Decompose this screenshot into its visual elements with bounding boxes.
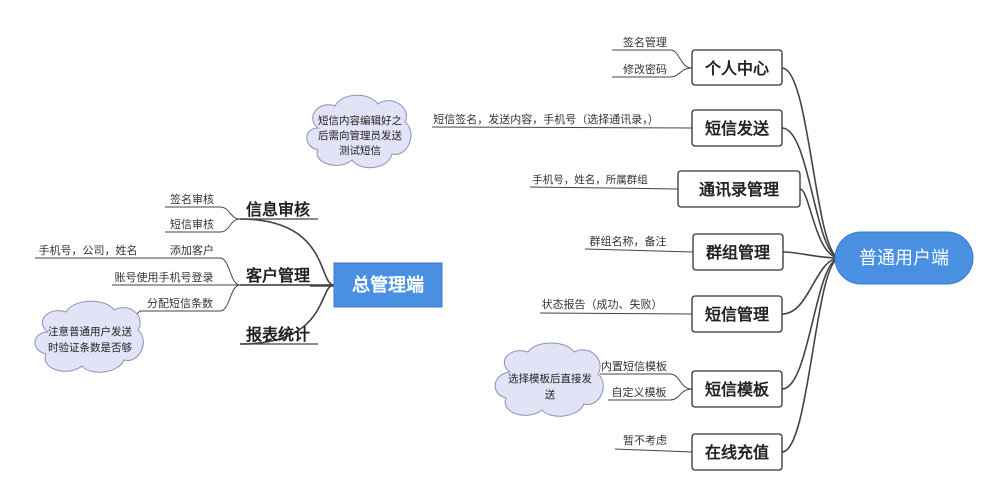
center-node-label: 总管理端 [352, 274, 424, 296]
leaf-status-report: 状态报告（成功、失败） [542, 297, 663, 311]
leaf-group-fields: 群组名称，备注 [590, 234, 667, 248]
leaf-contact-fields: 手机号，姓名，所属群组 [532, 173, 648, 186]
branch-label: 群组管理 [706, 243, 770, 262]
branch-label: 短信发送 [705, 119, 770, 138]
cloud-admin-line-2: 时验证条数是否够 [48, 341, 132, 354]
cloud-admin-line-1: 注意普通用户发送 [48, 325, 132, 338]
branch-label: 信息审核 [246, 200, 310, 219]
branch-label: 客户管理 [246, 266, 310, 285]
user-root-node[interactable]: 普通用户端 [834, 231, 974, 285]
user-branch-sms-manage[interactable]: 短信管理 [691, 295, 783, 333]
branch-label: 通讯录管理 [699, 180, 779, 199]
leaf-signature-manage: 签名管理 [623, 35, 667, 49]
admin-branch-report-stats[interactable]: 报表统计 [240, 325, 318, 345]
branch-label: 在线充值 [705, 443, 769, 462]
cloud-send-line-3: 测试短信 [339, 144, 381, 157]
branch-label: 短信管理 [705, 305, 769, 324]
leaf-not-considered: 暂不考虑 [623, 434, 667, 447]
user-root-label: 普通用户端 [859, 248, 949, 269]
branch-label: 个人中心 [704, 59, 769, 78]
user-branch-recharge[interactable]: 在线充值 [691, 433, 783, 471]
user-branch-personal-center[interactable]: 个人中心 [691, 49, 783, 86]
admin-branch-info-review[interactable]: 信息审核 [240, 200, 318, 220]
cloud-template-line-1: 选择模板后直接发 [508, 372, 592, 385]
cloud-send-line-1: 短信内容编辑好之 [318, 114, 402, 127]
leaf-phone-login: 账号使用手机号登录 [115, 270, 214, 284]
cloud-send-note: 短信内容编辑好之 后需向管理员发送 测试短信 [306, 94, 412, 169]
admin-branch-customer-manage[interactable]: 客户管理 [240, 266, 318, 286]
leaf-allocate-sms: 分配短信条数 [147, 296, 213, 310]
user-branch-sms-send[interactable]: 短信发送 [691, 109, 783, 147]
branch-label: 短信模板 [705, 380, 770, 399]
leaf-builtin-template: 内置短信模板 [601, 359, 667, 373]
user-branch-contacts[interactable]: 通讯录管理 [677, 170, 801, 208]
cloud-send-line-2: 后需向管理员发送 [318, 129, 402, 142]
leaf-customer-fields: 手机号，公司，姓名 [39, 243, 138, 257]
user-branch-groups[interactable]: 群组管理 [692, 233, 784, 271]
leaf-change-password: 修改密码 [623, 62, 667, 76]
user-root-connectors [781, 67, 841, 453]
user-leaf-connectors [431, 49, 694, 453]
cloud-template-line-2: 送 [545, 388, 556, 401]
leaf-sms-send-fields: 短信签名，发送内容，手机号（选择通讯录，） [433, 112, 659, 126]
user-branch-templates[interactable]: 短信模板 [691, 370, 783, 408]
leaf-signature-review: 签名审核 [170, 192, 214, 206]
center-node[interactable]: 总管理端 [333, 262, 443, 308]
branch-label: 报表统计 [246, 325, 310, 344]
cloud-admin-note: 注意普通用户发送 时验证条数是否够 [34, 300, 144, 373]
leaf-add-customer: 添加客户 [170, 243, 214, 257]
cloud-template-note: 选择模板后直接发 送 [494, 342, 604, 417]
leaf-custom-template: 自定义模板 [612, 385, 667, 399]
leaf-sms-review: 短信审核 [170, 217, 214, 231]
